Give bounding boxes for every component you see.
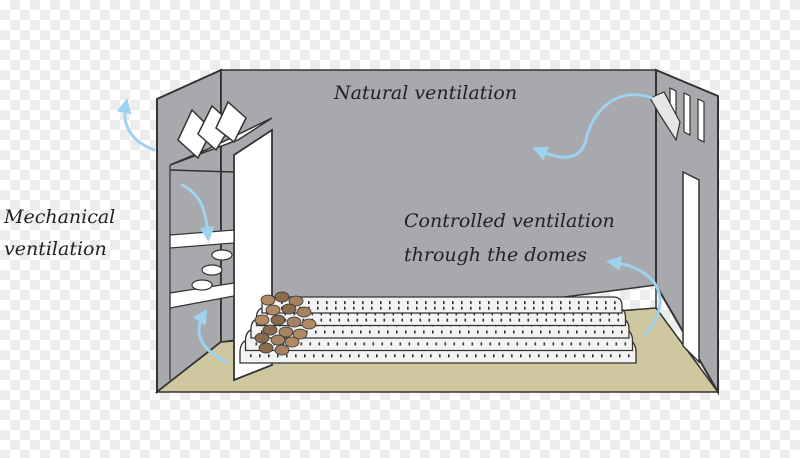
arrow-mech-floor — [192, 308, 228, 364]
dome-1 — [261, 296, 623, 314]
window-2 — [683, 92, 691, 136]
rock — [296, 306, 312, 318]
rock — [270, 334, 286, 346]
natural-ventilation-label: Natural ventilation — [334, 82, 518, 104]
door — [682, 170, 700, 364]
rock — [286, 316, 302, 328]
rock — [260, 294, 276, 306]
fan-3 — [215, 100, 247, 144]
fan-disc-1 — [211, 249, 233, 261]
window-3 — [697, 98, 705, 143]
rock — [292, 328, 308, 340]
rock — [258, 342, 274, 354]
mechanical-ventilation-label-line1: Mechanical — [4, 206, 116, 228]
rock — [274, 291, 290, 303]
rock — [270, 314, 286, 326]
controlled-ventilation-label-line1: Controlled ventilation — [404, 210, 615, 232]
rock-pile — [254, 291, 317, 356]
rock — [288, 295, 304, 307]
right-wall-features — [649, 87, 705, 364]
arrow-mech-shelf — [180, 183, 215, 242]
mechanical-ventilation-label-line2: ventilation — [4, 238, 107, 260]
rock — [254, 314, 270, 326]
fan-disc-2 — [201, 264, 223, 276]
window-louver — [649, 91, 681, 142]
airflow-arrows — [116, 93, 662, 364]
fan-disc-3 — [191, 279, 213, 291]
rock — [254, 332, 270, 344]
rock — [284, 336, 300, 348]
arrow-controlled — [606, 255, 662, 336]
arrow-natural — [532, 93, 654, 161]
rock — [278, 326, 294, 338]
controlled-ventilation-label-line2: through the domes — [404, 244, 587, 266]
rock — [262, 324, 278, 336]
rock — [281, 303, 297, 315]
rock — [274, 344, 290, 356]
rock — [301, 318, 317, 330]
rock — [265, 304, 281, 316]
arrow-mech-out — [116, 98, 156, 152]
